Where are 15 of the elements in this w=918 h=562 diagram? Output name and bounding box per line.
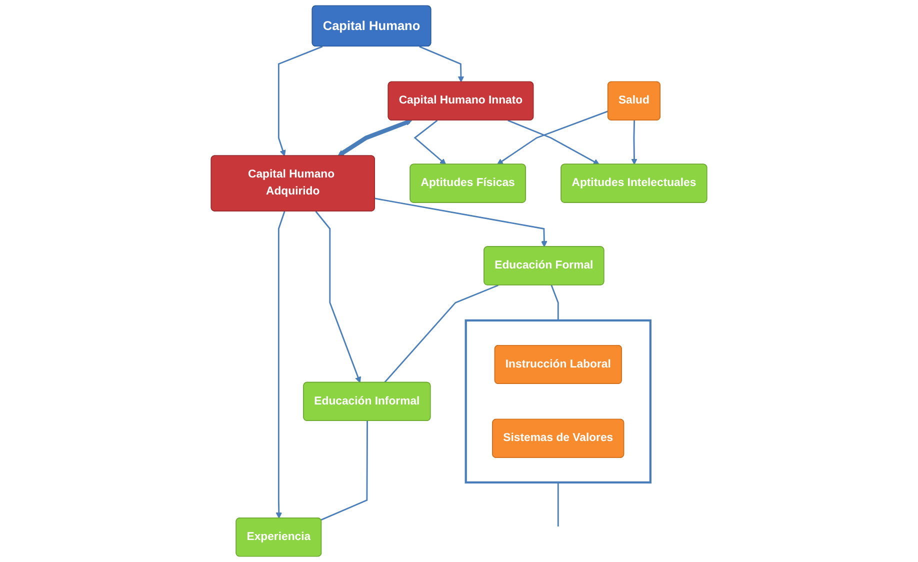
arrow <box>276 211 286 519</box>
arrow <box>419 46 464 82</box>
cluster <box>464 319 652 484</box>
arrow <box>278 46 323 156</box>
connector <box>550 284 559 320</box>
arrow <box>374 198 548 248</box>
arrow <box>315 210 362 383</box>
arrow <box>508 120 600 165</box>
arrow <box>631 120 638 165</box>
arrow <box>496 110 608 165</box>
connector <box>384 284 499 384</box>
connector <box>320 420 368 521</box>
arrow <box>338 119 412 156</box>
arrow <box>414 120 446 165</box>
connector <box>557 482 559 526</box>
